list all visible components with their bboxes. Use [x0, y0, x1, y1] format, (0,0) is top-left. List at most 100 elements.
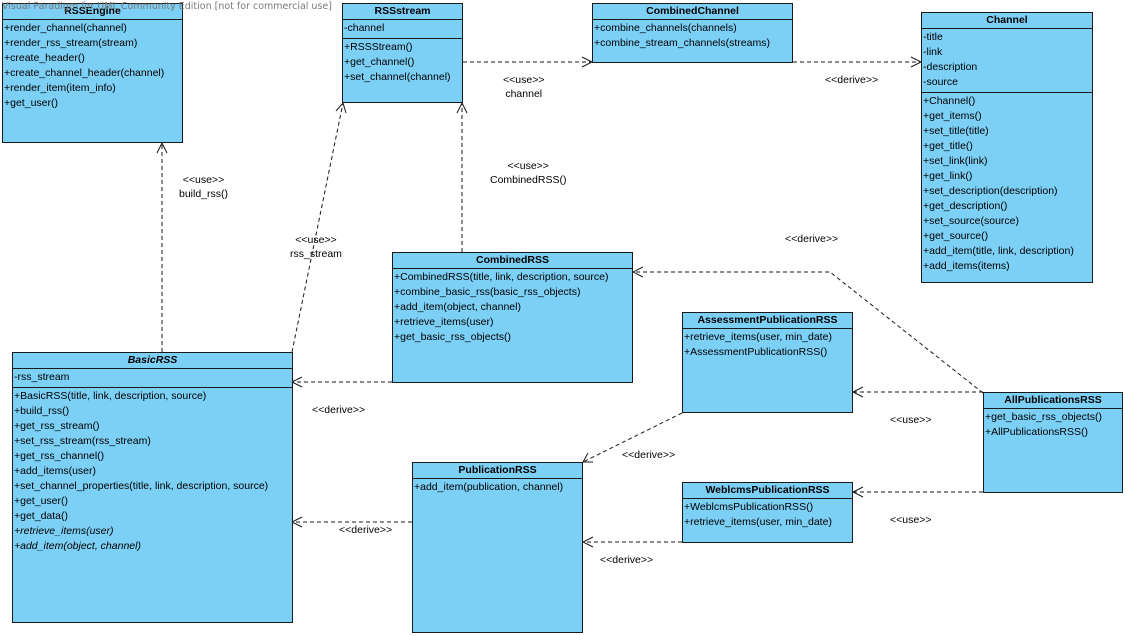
operation: +BasicRSS(title, link, description, sour…	[14, 390, 207, 402]
stereotype: <<use>>	[182, 174, 225, 186]
edge-label-allpublications-assessment: <<use>>	[890, 413, 931, 427]
operation: +WeblcmsPublicationRSS()	[684, 501, 814, 513]
stereotype: <<use>>	[295, 234, 337, 246]
edge-label-weblcms-publicationrss: <<derive>>	[600, 553, 653, 567]
operation: +get_rss_channel()	[14, 450, 105, 462]
stereotype: <<derive>>	[312, 404, 366, 416]
attribute: -description	[923, 61, 978, 73]
operation: +set_source(source)	[923, 215, 1020, 227]
class-name: PublicationRSS	[413, 463, 582, 479]
arrowhead-publicationrss-from-weblcms	[581, 536, 594, 548]
operation: +add_item(title, link, description)	[923, 245, 1074, 257]
edge-label-combinedchannel-channel: <<derive>>	[825, 73, 878, 87]
edge-label-allpublications-combinedrss: <<derive>>	[785, 232, 838, 246]
relation-name: CombinedRSS()	[490, 174, 567, 186]
stereotype: <<derive>>	[339, 524, 393, 536]
arrowhead-rssengine	[156, 141, 168, 154]
operation: +render_item(item_info)	[4, 82, 116, 94]
class-name: CombinedRSS	[393, 253, 632, 269]
attribute: -link	[923, 46, 943, 58]
stereotype: <<derive>>	[785, 233, 839, 245]
operation: +combine_channels(channels)	[594, 22, 737, 34]
class-rssstream[interactable]: RSSstream -channel +RSSStream() +get_cha…	[342, 3, 463, 103]
arrowhead-combinedrss	[631, 266, 644, 278]
attribute: -title	[923, 31, 943, 43]
operation: +set_description(description)	[923, 185, 1058, 197]
operation: +AssessmentPublicationRSS()	[684, 346, 828, 358]
class-combinedchannel[interactable]: CombinedChannel +combine_channels(channe…	[592, 3, 793, 63]
class-combinedrss[interactable]: CombinedRSS +CombinedRSS(title, link, de…	[392, 252, 633, 383]
edge-label-assessment-publicationrss: <<derive>>	[622, 448, 675, 462]
operation: +combine_basic_rss(basic_rss_objects)	[394, 286, 581, 298]
class-channel[interactable]: Channel -title -link -description -sourc…	[921, 12, 1093, 283]
operation: +get_basic_rss_objects()	[985, 411, 1103, 423]
operation: +Channel()	[923, 95, 976, 107]
class-weblcmspublicationrss[interactable]: WeblcmsPublicationRSS +WeblcmsPublicatio…	[682, 482, 853, 543]
class-rssengine[interactable]: RSSEngine +render_channel(channel) +rend…	[2, 3, 183, 143]
operation: +add_items(items)	[923, 260, 1010, 272]
class-assessmentpublicationrss[interactable]: AssessmentPublicationRSS +retrieve_items…	[682, 312, 853, 413]
class-allpublicationsrss[interactable]: AllPublicationsRSS +get_basic_rss_object…	[983, 392, 1123, 493]
stereotype: <<use>>	[507, 160, 549, 172]
class-name: WeblcmsPublicationRSS	[683, 483, 852, 499]
class-name: AllPublicationsRSS	[984, 393, 1122, 409]
edge-basicrss-rssstream	[291, 102, 344, 353]
operation: +get_data()	[14, 510, 68, 522]
stereotype: <<use>>	[890, 514, 932, 526]
operations: +add_item(publication, channel)	[413, 479, 582, 497]
attribute: -source	[923, 76, 959, 88]
edge-label-combinedrss-basicrss: <<derive>>	[312, 403, 365, 417]
arrowhead-rssstream-from-combinedrss	[456, 101, 468, 114]
attribute: -rss_stream	[14, 371, 70, 383]
arrowhead-publicationrss-from-assessment	[582, 452, 593, 463]
operation: +set_title(title)	[923, 125, 989, 137]
class-name: BasicRSS	[13, 353, 292, 369]
edge-label-publicationrss-basicrss: <<derive>>	[339, 523, 392, 537]
arrowhead-rssstream-from-basicrss	[335, 101, 347, 114]
edge-label-basicrss-rssstream: <<use>> rss_stream	[290, 233, 342, 261]
operations: +combine_channels(channels) +combine_str…	[593, 20, 792, 53]
class-name: CombinedChannel	[593, 4, 792, 20]
operations: +render_channel(channel) +render_rss_str…	[3, 20, 182, 113]
class-publicationrss[interactable]: PublicationRSS +add_item(publication, ch…	[412, 462, 583, 633]
edge-label-rssstream-combinedchannel: <<use>> channel	[503, 73, 544, 101]
operation: +get_channel()	[344, 56, 415, 68]
operation: +get_title()	[923, 140, 973, 152]
operation: +create_header()	[4, 52, 85, 64]
watermark: Visual Paradigm for UML Community Editio…	[2, 1, 332, 12]
operation: +RSSStream()	[344, 41, 413, 53]
operation: +AllPublicationsRSS()	[985, 426, 1089, 438]
operation: +set_link(link)	[923, 155, 988, 167]
operation: +retrieve_items(user, min_date)	[684, 516, 832, 528]
operation: +get_link()	[923, 170, 973, 182]
edge-label-allpublications-weblcms: <<use>>	[890, 513, 931, 527]
operations: +WeblcmsPublicationRSS() +retrieve_items…	[683, 499, 852, 532]
operations: +get_basic_rss_objects() +AllPublication…	[984, 409, 1122, 442]
class-name: Channel	[922, 13, 1092, 29]
class-name: RSSstream	[343, 4, 462, 20]
edge-assessment-publicationrss	[582, 412, 683, 463]
relation-name: build_rss()	[179, 188, 229, 200]
class-name: AssessmentPublicationRSS	[683, 313, 852, 329]
arrowhead-weblcms	[851, 486, 864, 498]
attributes: -channel	[343, 20, 462, 39]
operation: +set_channel(channel)	[344, 71, 451, 83]
class-basicrss[interactable]: BasicRSS -rss_stream +BasicRSS(title, li…	[12, 352, 293, 623]
operations: +Channel() +get_items() +set_title(title…	[922, 93, 1092, 276]
operations: +CombinedRSS(title, link, description, s…	[393, 269, 632, 347]
operation: +set_rss_stream(rss_stream)	[14, 435, 151, 447]
operation: +add_item(object, channel)	[394, 301, 521, 313]
operation: +CombinedRSS(title, link, description, s…	[394, 271, 609, 283]
operation: +build_rss()	[14, 405, 70, 417]
edge-allpublications-combinedrss	[633, 271, 984, 394]
stereotype: <<use>>	[890, 414, 932, 426]
operation: +get_user()	[14, 495, 68, 507]
arrowhead-assessment	[851, 386, 864, 398]
operations: +BasicRSS(title, link, description, sour…	[13, 388, 292, 556]
stereotype: <<derive>>	[600, 554, 654, 566]
abstract-operation: +retrieve_items(user)	[14, 525, 114, 537]
attributes: -rss_stream	[13, 369, 292, 388]
operation: +add_item(publication, channel)	[414, 481, 564, 493]
operation: +create_channel_header(channel)	[4, 67, 165, 79]
operation: +set_channel_properties(title, link, des…	[14, 480, 269, 492]
